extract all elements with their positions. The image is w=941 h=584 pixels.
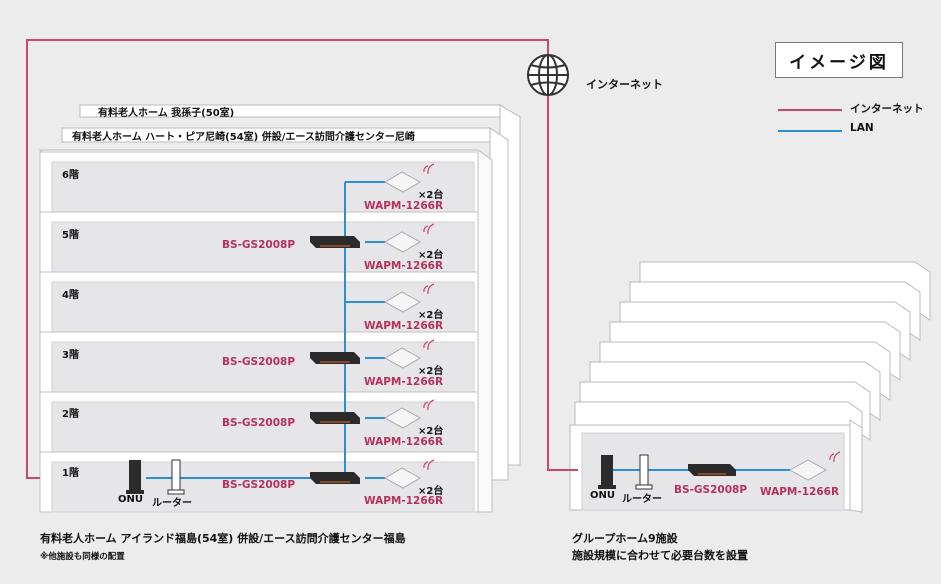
access-point-icon: [383, 163, 435, 193]
ap-label: WAPM-1266R: [364, 260, 444, 272]
access-point-icon: [383, 399, 435, 429]
router-icon: [635, 454, 653, 490]
floor-label-3: 3階: [62, 350, 79, 361]
floor-label-2: 2階: [62, 409, 79, 420]
legend-internet-line: [778, 109, 842, 111]
legend-lan-label: LAN: [850, 122, 874, 134]
onu-label: ONU: [118, 494, 143, 505]
ap-count: ×2台: [418, 250, 444, 261]
ap-label: WAPM-1266R: [364, 495, 444, 507]
onu-icon: [126, 460, 144, 494]
access-point-icon: [383, 223, 435, 253]
ap-count: ×2台: [418, 310, 444, 321]
group-ap-label: WAPM-1266R: [760, 486, 840, 498]
switch-icon: [310, 352, 360, 364]
ap-count: ×2台: [418, 426, 444, 437]
ap-label: WAPM-1266R: [364, 200, 444, 212]
group-onu-label: ONU: [590, 490, 615, 501]
internet-line: [26, 39, 578, 479]
ap-label: WAPM-1266R: [364, 436, 444, 448]
main-caption: 有料老人ホーム アイランド福島(54室) 併設/エース訪問介護センター福島: [40, 532, 406, 545]
access-point-icon: [383, 339, 435, 369]
image-title-box: イメージ図: [775, 42, 903, 78]
ap-count: ×2台: [418, 366, 444, 377]
group-switch-label: BS-GS2008P: [674, 484, 748, 496]
floor-label-6: 6階: [62, 170, 79, 181]
group-caption-2: 施設規模に合わせて必要台数を設置: [572, 549, 748, 562]
legend-lan-line: [778, 130, 842, 132]
building-label-amagasaki: 有料老人ホーム ハート・ピア尼崎(54室) 併設/エース訪問介護センター尼崎: [72, 132, 415, 143]
group-router-label: ルーター: [622, 494, 662, 505]
switch-label: BS-GS2008P: [222, 356, 296, 368]
ap-label: WAPM-1266R: [364, 376, 444, 388]
internet-label: インターネット: [586, 78, 663, 91]
onu-icon: [598, 455, 616, 489]
router-label: ルーター: [152, 498, 192, 509]
switch-label: BS-GS2008P: [222, 417, 296, 429]
lan-lines-main: [146, 181, 385, 479]
globe-icon: [527, 54, 569, 96]
access-point-icon: [383, 283, 435, 313]
ap-count: ×2台: [418, 190, 444, 201]
switch-label: BS-GS2008P: [222, 479, 296, 491]
group-home-buildings: [569, 261, 931, 513]
switch-icon: [310, 472, 360, 484]
legend-internet-label: インターネット: [850, 103, 924, 115]
switch-icon: [310, 412, 360, 424]
floor-label-4: 4階: [62, 290, 79, 301]
switch-icon: [310, 236, 360, 248]
switch-icon: [688, 464, 736, 476]
building-label-abiko: 有料老人ホーム 我孫子(50室): [98, 108, 235, 119]
router-icon: [167, 459, 185, 495]
floor-label-1: 1階: [62, 468, 79, 479]
switch-label: BS-GS2008P: [222, 239, 296, 251]
access-point-icon: [383, 459, 435, 489]
group-caption-1: グループホーム9施設: [572, 532, 678, 545]
ap-count: ×2台: [418, 486, 444, 497]
ap-label: WAPM-1266R: [364, 320, 444, 332]
main-caption-note: ※他施設も同様の配置: [40, 552, 125, 562]
access-point-icon: [788, 451, 841, 481]
floor-label-5: 5階: [62, 230, 79, 241]
